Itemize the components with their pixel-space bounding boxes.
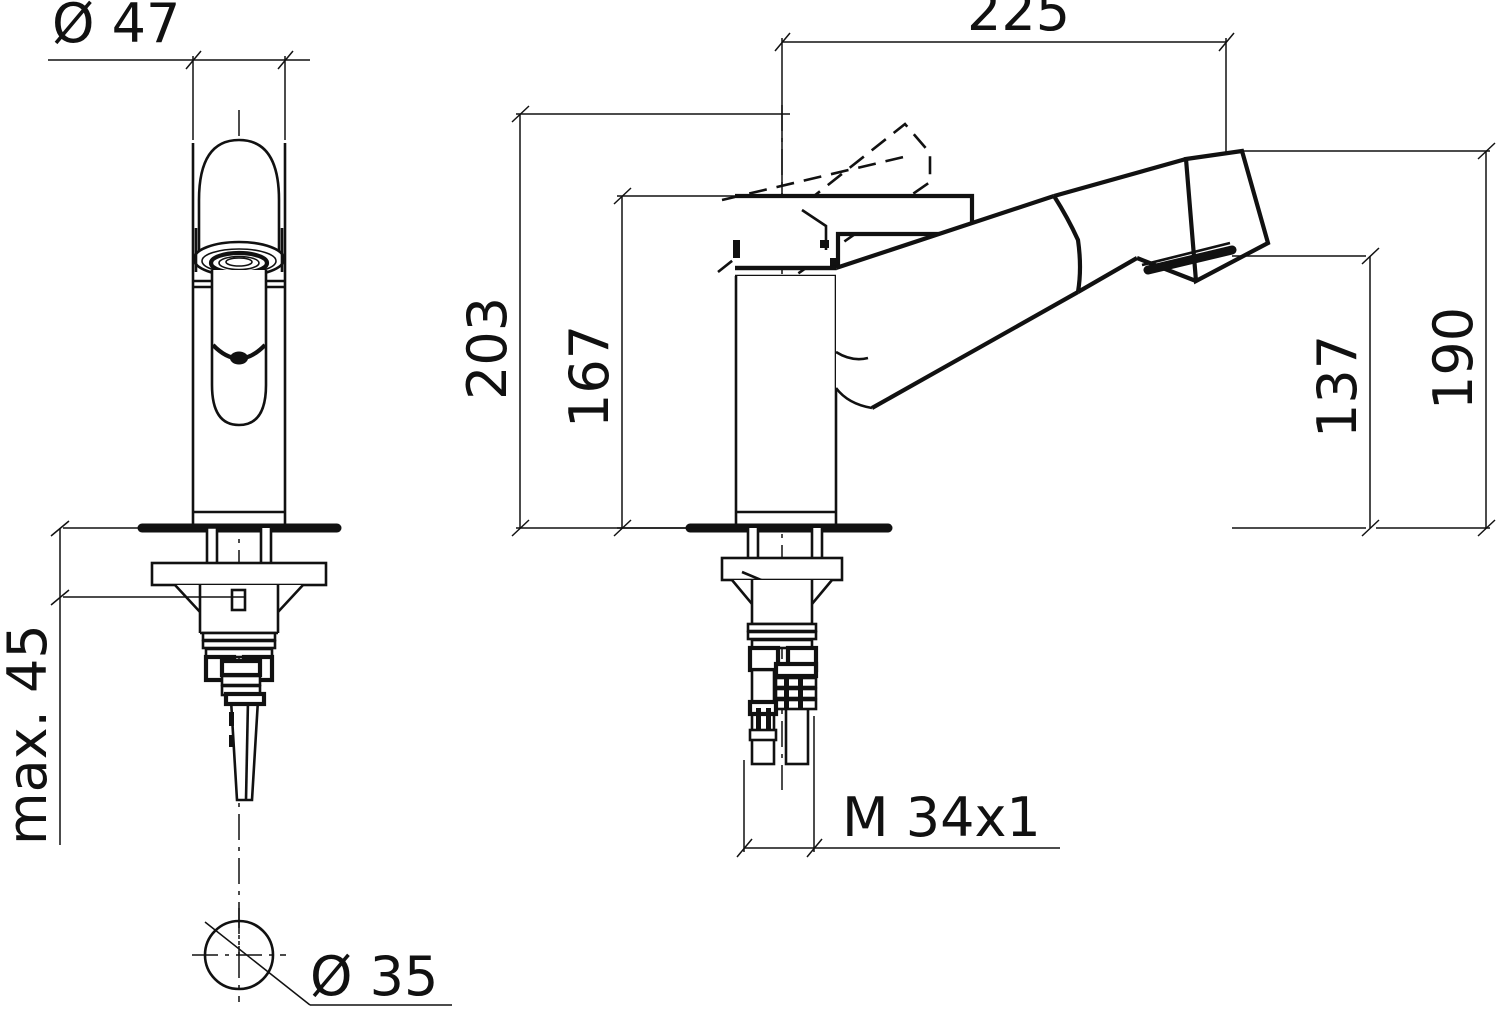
front-lever-sleeve (193, 270, 285, 427)
dimension-label-dia-35: Ø 35 (310, 945, 438, 1008)
front-view-group (137, 110, 342, 1002)
side-lever-handle (733, 193, 975, 278)
dimension-dia-47: Ø 47 (48, 0, 310, 140)
front-spout-head (192, 138, 286, 278)
dimension-label-max-45: max. 45 (0, 624, 59, 845)
front-mounting-assembly (150, 528, 328, 802)
dimension-label-thread-m34: M 34x1 (842, 786, 1041, 849)
dimension-max-45: max. 45 (0, 520, 245, 845)
dimension-167: 167 (558, 187, 742, 537)
dimension-label-167: 167 (558, 325, 621, 428)
mounting-hole-detail (192, 908, 286, 1002)
dimension-dia-35: Ø 35 (204, 921, 452, 1008)
side-view-group (685, 105, 1271, 790)
dimension-label-203: 203 (456, 297, 519, 400)
side-mounting-assembly (720, 528, 844, 766)
dimension-137: 137 (1232, 247, 1380, 537)
dimension-225: 225 (774, 0, 1235, 196)
dimension-190: 190 (1238, 142, 1496, 537)
dimension-label-137: 137 (1306, 335, 1369, 438)
side-spout-arm (834, 148, 1271, 412)
dimension-thread-m34: M 34x1 (736, 716, 1060, 858)
dimension-label-190: 190 (1422, 307, 1485, 410)
front-lever-pin (230, 351, 248, 365)
dimension-label-225: 225 (967, 0, 1070, 43)
side-body-column (734, 276, 838, 528)
dimension-label-dia-47: Ø 47 (52, 0, 180, 55)
